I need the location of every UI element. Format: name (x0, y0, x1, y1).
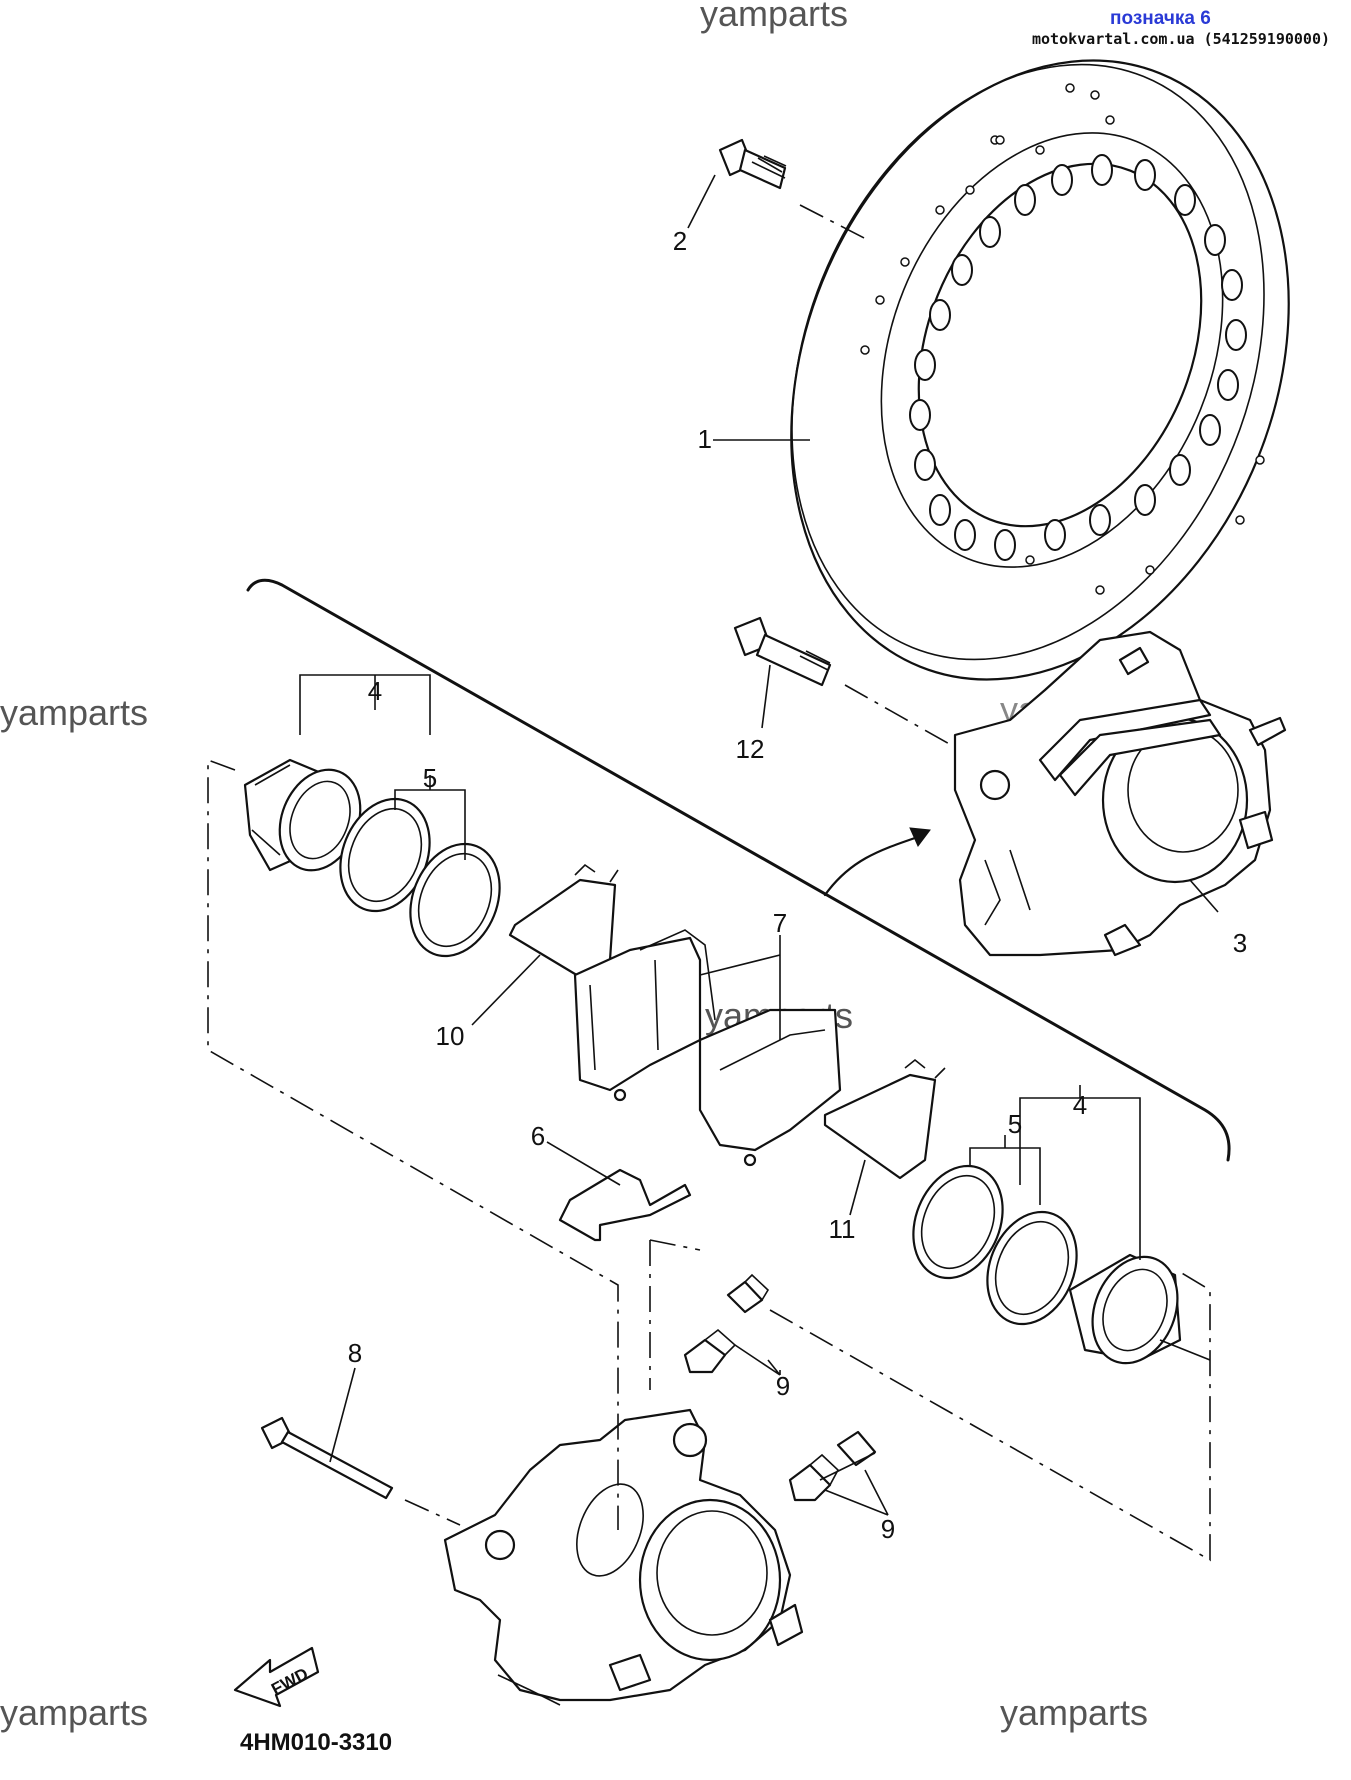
callout-7: 7 (773, 908, 787, 938)
diagram-code: 4HM010-3310 (240, 1729, 392, 1756)
leader-lines (299, 174, 1219, 1516)
callout-10: 10 (436, 1021, 465, 1051)
watermark-bottom-left: yamparts (0, 1692, 148, 1733)
disc-bolt (718, 138, 869, 241)
fwd-arrow-icon: FWD (233, 1646, 320, 1708)
header-site-text: motokvartal.com.ua (541259190000) (1032, 30, 1330, 48)
callout-9-upper: 9 (776, 1371, 790, 1401)
callout-12: 12 (736, 734, 765, 764)
caliper-body-lower (443, 1408, 804, 1706)
callout-1: 1 (698, 424, 712, 454)
callout-11: 11 (829, 1214, 856, 1244)
caliper-bolt (733, 616, 961, 751)
guide-lines (207, 758, 1211, 1562)
assembly-arrow (823, 827, 931, 897)
pad-support (558, 1168, 692, 1242)
piston-right (1068, 1253, 1182, 1365)
brake-disc (790, 59, 1290, 681)
assembly-bracket (246, 578, 1231, 1162)
watermark-top: yamparts (700, 0, 848, 34)
seals-left (339, 797, 501, 958)
callout-6: 6 (531, 1121, 545, 1151)
callout-9-lower: 9 (881, 1514, 895, 1544)
bleed-screw-lower (788, 1430, 877, 1502)
callout-5-right: 5 (1008, 1109, 1022, 1139)
watermark-bottom-right: yamparts (1000, 1692, 1148, 1733)
header-link[interactable]: позначка 6 (1110, 8, 1211, 29)
bleed-screw-upper (683, 1273, 770, 1374)
brake-pads (573, 929, 842, 1167)
callout-2: 2 (673, 226, 687, 256)
callout-4-left: 4 (368, 676, 382, 706)
callout-3: 3 (1233, 928, 1247, 958)
callout-8: 8 (348, 1338, 362, 1368)
callout-4-right: 4 (1073, 1090, 1087, 1120)
pad-spring-right (823, 1058, 946, 1180)
seals-right (912, 1164, 1078, 1326)
pin-bolt (260, 1416, 461, 1526)
caliper-assembly (953, 630, 1287, 957)
piston-left (243, 758, 362, 872)
callout-5-left: 5 (423, 763, 437, 793)
watermark-left: yamparts (0, 692, 148, 733)
